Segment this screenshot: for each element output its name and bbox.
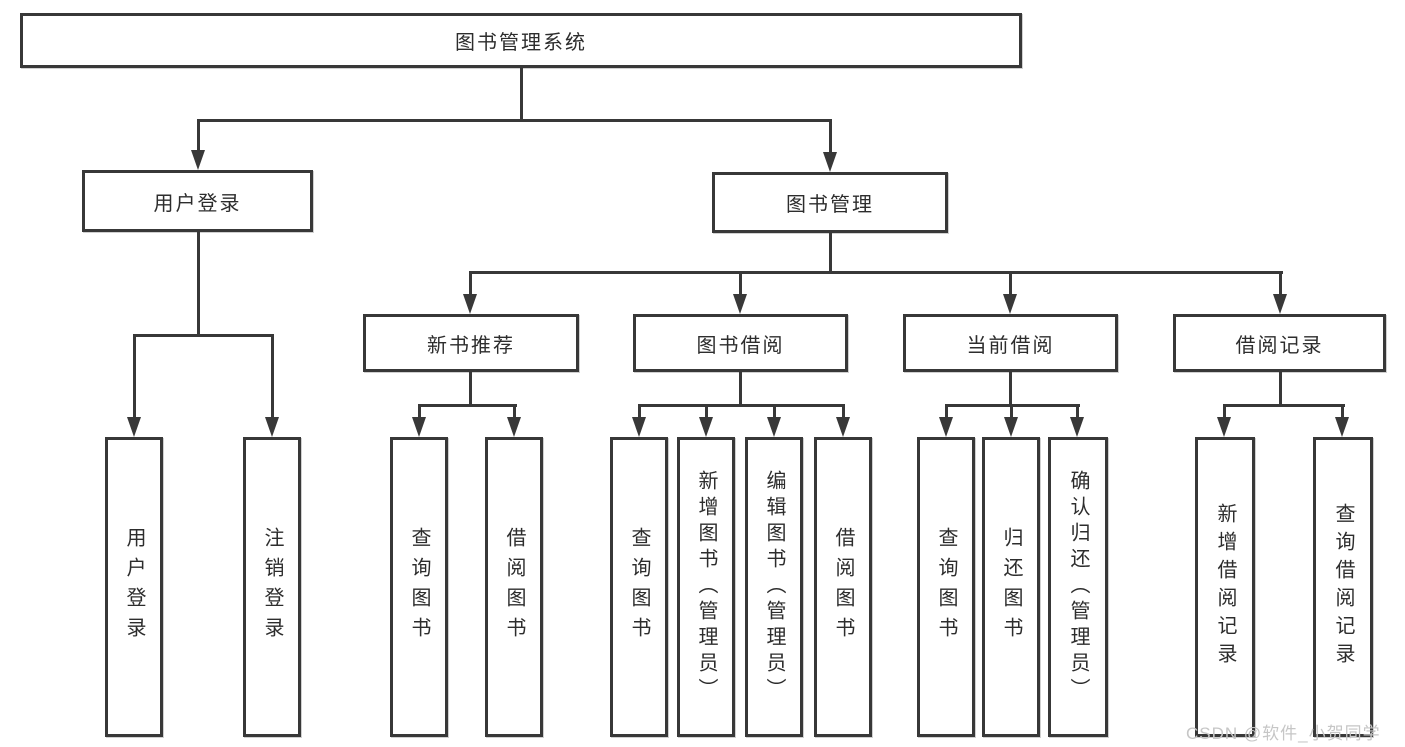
connector-line: [1223, 404, 1226, 419]
leaf-edit-book-label: 编辑图书（管理员）: [763, 470, 785, 704]
connector-line: [469, 372, 472, 406]
leaf-query-book-3-label: 查询图书: [935, 527, 957, 647]
arrowhead-down-icon: [1217, 417, 1231, 437]
arrowhead-down-icon: [1273, 294, 1287, 314]
node-book-borrow: 图书借阅: [633, 314, 848, 372]
leaf-borrow-book-2-label: 借阅图书: [832, 527, 854, 647]
connector-line: [1341, 404, 1344, 419]
leaf-user-login: 用户登录: [105, 437, 163, 737]
connector-line: [133, 334, 136, 418]
connector-line: [133, 334, 274, 337]
node-root-label: 图书管理系统: [455, 32, 587, 54]
connector-line: [1076, 404, 1079, 419]
connector-line: [469, 271, 472, 297]
node-new-book-recommend-label: 新书推荐: [427, 334, 515, 357]
connector-line: [1279, 271, 1282, 297]
arrowhead-down-icon: [127, 417, 141, 437]
arrowhead-down-icon: [507, 417, 521, 437]
leaf-edit-book: 编辑图书（管理员）: [745, 437, 803, 737]
leaf-confirm-return: 确认归还（管理员）: [1048, 437, 1108, 737]
leaf-confirm-return-label: 确认归还（管理员）: [1067, 470, 1089, 704]
connector-line: [418, 404, 517, 407]
leaf-query-borrow-record: 查询借阅记录: [1313, 437, 1373, 737]
connector-line: [1279, 372, 1282, 406]
leaf-query-borrow-record-label: 查询借阅记录: [1332, 503, 1354, 671]
leaf-borrow-book-1: 借阅图书: [485, 437, 543, 737]
connector-line: [513, 404, 516, 419]
arrowhead-down-icon: [632, 417, 646, 437]
arrowhead-down-icon: [1004, 417, 1018, 437]
leaf-add-borrow-record: 新增借阅记录: [1195, 437, 1255, 737]
leaf-user-login-label: 用户登录: [123, 527, 145, 647]
node-current-borrow-label: 当前借阅: [966, 334, 1055, 357]
arrowhead-down-icon: [733, 294, 747, 314]
arrowhead-down-icon: [463, 294, 477, 314]
connector-line: [197, 119, 200, 152]
node-user-login: 用户登录: [82, 170, 313, 232]
connector-line: [842, 404, 845, 419]
node-borrow-records: 借阅记录: [1173, 314, 1386, 372]
connector-line: [773, 404, 776, 419]
leaf-borrow-book-2: 借阅图书: [814, 437, 872, 737]
leaf-return-book: 归还图书: [982, 437, 1040, 737]
connector-line: [705, 404, 708, 419]
arrowhead-down-icon: [265, 417, 279, 437]
node-book-management: 图书管理: [712, 172, 948, 233]
leaf-borrow-book-1-label: 借阅图书: [503, 527, 525, 647]
leaf-logout-label: 注销登录: [261, 527, 283, 647]
node-user-login-label: 用户登录: [153, 192, 242, 215]
connector-line: [829, 233, 832, 273]
leaf-return-book-label: 归还图书: [1000, 527, 1022, 647]
node-current-borrow: 当前借阅: [903, 314, 1118, 372]
connector-line: [418, 404, 421, 419]
connector-line: [1223, 404, 1345, 407]
arrowhead-down-icon: [767, 417, 781, 437]
arrowhead-down-icon: [191, 150, 205, 170]
node-book-management-label: 图书管理: [786, 194, 874, 216]
leaf-query-book-1-label: 查询图书: [408, 527, 430, 647]
node-root: 图书管理系统: [20, 13, 1022, 68]
connector-line: [945, 404, 948, 419]
leaf-query-book-3: 查询图书: [917, 437, 975, 737]
connector-line: [739, 271, 742, 297]
leaf-add-borrow-record-label: 新增借阅记录: [1214, 503, 1236, 671]
csdn-watermark: CSDN @软件_小贺同学: [1186, 724, 1381, 743]
connector-line: [197, 232, 200, 336]
connector-line: [1009, 271, 1012, 297]
node-borrow-records-label: 借阅记录: [1235, 334, 1324, 357]
arrowhead-down-icon: [1003, 294, 1017, 314]
arrowhead-down-icon: [412, 417, 426, 437]
arrowhead-down-icon: [939, 417, 953, 437]
connector-line: [520, 68, 523, 121]
connector-line: [829, 119, 832, 154]
connector-line: [197, 119, 832, 122]
leaf-logout: 注销登录: [243, 437, 301, 737]
leaf-add-book: 新增图书（管理员）: [677, 437, 735, 737]
connector-line: [271, 334, 274, 418]
connector-line: [638, 404, 845, 407]
connector-line: [1010, 404, 1013, 419]
leaf-query-book-2: 查询图书: [610, 437, 668, 737]
arrowhead-down-icon: [699, 417, 713, 437]
leaf-query-book-1: 查询图书: [390, 437, 448, 737]
node-book-borrow-label: 图书借阅: [696, 334, 785, 357]
node-new-book-recommend: 新书推荐: [363, 314, 579, 372]
leaf-add-book-label: 新增图书（管理员）: [695, 470, 717, 704]
arrowhead-down-icon: [823, 152, 837, 172]
leaf-query-book-2-label: 查询图书: [628, 527, 650, 647]
connector-line: [638, 404, 641, 419]
arrowhead-down-icon: [1070, 417, 1084, 437]
connector-line: [1009, 372, 1012, 406]
connector-line: [739, 372, 742, 406]
connector-line: [469, 271, 1283, 274]
arrowhead-down-icon: [836, 417, 850, 437]
arrowhead-down-icon: [1335, 417, 1349, 437]
